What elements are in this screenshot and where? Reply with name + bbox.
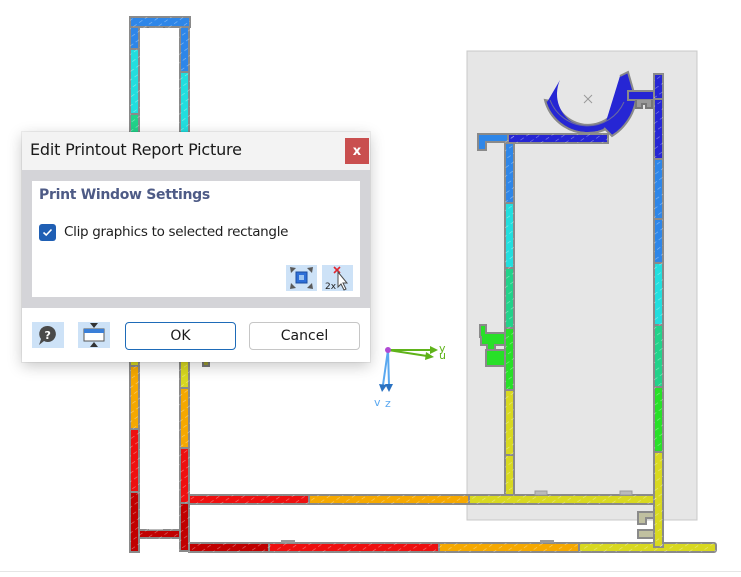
cancel-button[interactable]: Cancel bbox=[249, 322, 360, 350]
axis-label-v: v bbox=[374, 396, 381, 409]
layout-adjust-button[interactable] bbox=[78, 322, 110, 348]
ok-button[interactable]: OK bbox=[125, 322, 236, 350]
axis-label-u: u bbox=[439, 349, 446, 362]
layout-adjust-icon bbox=[83, 323, 105, 347]
close-button[interactable]: x bbox=[345, 138, 369, 164]
svg-text:?: ? bbox=[45, 329, 51, 342]
fit-rectangle-button[interactable] bbox=[286, 265, 317, 291]
center-cross-icon bbox=[583, 94, 593, 104]
edit-printout-dialog: Edit Printout Report Picture x Print Win… bbox=[22, 132, 370, 362]
select-rectangle-2x-button[interactable]: 2x bbox=[322, 265, 353, 291]
status-divider bbox=[0, 571, 741, 572]
svg-text:2x: 2x bbox=[325, 282, 337, 291]
axis-label-y: y bbox=[439, 342, 446, 355]
axis-label-z: z bbox=[385, 397, 391, 410]
clip-graphics-label[interactable]: Clip graphics to selected rectangle bbox=[64, 224, 289, 240]
dialog-title: Edit Printout Report Picture bbox=[30, 140, 242, 159]
cursor-2x-icon: 2x bbox=[325, 266, 349, 291]
clip-graphics-checkbox[interactable] bbox=[39, 224, 56, 241]
dialog-body: Print Window Settings Clip graphics to s… bbox=[22, 170, 370, 308]
checkmark-icon bbox=[42, 228, 53, 237]
help-button[interactable]: ? bbox=[32, 322, 64, 348]
axis-triad bbox=[379, 346, 438, 392]
fit-window-icon bbox=[290, 267, 313, 289]
dialog-titlebar[interactable]: Edit Printout Report Picture x bbox=[22, 132, 370, 170]
help-icon: ? bbox=[39, 325, 56, 345]
print-window-settings-group: Print Window Settings Clip graphics to s… bbox=[32, 181, 360, 297]
group-title: Print Window Settings bbox=[39, 187, 210, 203]
